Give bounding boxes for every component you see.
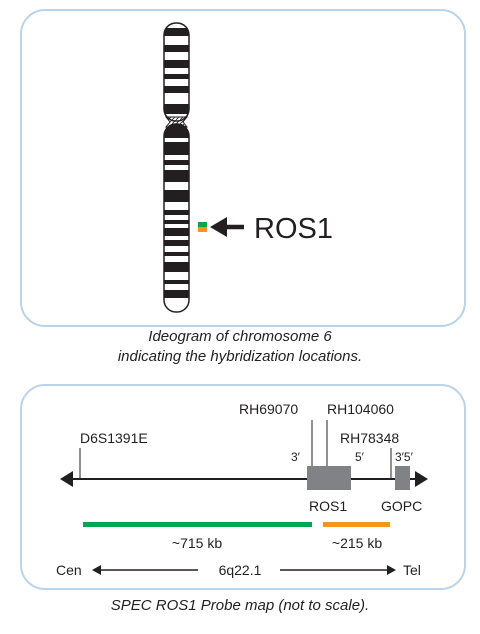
p-arm-band xyxy=(164,86,189,93)
marker-label-rh104060: RH104060 xyxy=(327,401,394,417)
ros1-end-3prime: 3′ xyxy=(291,450,301,464)
q-arm-band xyxy=(164,210,189,215)
q-arm-band xyxy=(164,190,189,202)
q-arm-band xyxy=(164,220,189,224)
map-left-arrowhead-icon xyxy=(60,471,73,487)
ideogram-caption-line2: indicating the hybridization locations. xyxy=(117,348,363,365)
axis-left-arrowhead-icon xyxy=(92,565,101,575)
gopc-gene-label: GOPC xyxy=(381,498,422,514)
axis-band-label: 6q22.1 xyxy=(219,562,262,578)
p-arm-band xyxy=(164,74,189,79)
ros1-end-5prime: 5′ xyxy=(355,450,365,464)
axis-cen-label: Cen xyxy=(56,562,82,578)
ideogram-caption-line1: Ideogram of chromosome 6 xyxy=(148,328,332,345)
green-probe-size-label: ~715 kb xyxy=(172,535,222,551)
ros1-pointer-arrow-icon xyxy=(210,217,244,237)
marker-label-rh78348: RH78348 xyxy=(340,430,399,446)
q-arm-band xyxy=(164,240,189,246)
orange-probe-size-label: ~215 kb xyxy=(332,535,382,551)
q-arm-band xyxy=(164,124,189,138)
ros1-pointer-label: ROS1 xyxy=(254,213,333,245)
probe-map-panel: D6S1391E RH69070 RH104060 RH78348 3′ 5′ … xyxy=(20,384,466,590)
probe-map-caption: SPEC ROS1 Probe map (not to scale). xyxy=(110,597,370,614)
q-arm-band xyxy=(164,262,189,272)
q-arm-band xyxy=(164,160,189,165)
ideogram-panel: ROS1 xyxy=(20,9,466,327)
green-signal-dot xyxy=(198,222,207,227)
ros1-gene-box xyxy=(307,466,351,490)
q-arm-band xyxy=(164,290,189,298)
q-arm-band xyxy=(164,142,189,155)
ideogram-panel-border xyxy=(20,9,466,327)
ros1-gene-label: ROS1 xyxy=(309,498,347,514)
chromosome-q-arm xyxy=(163,123,190,313)
q-arm-band xyxy=(164,280,189,284)
p-arm-band xyxy=(164,45,189,52)
chromosome-p-arm xyxy=(163,22,190,122)
q-arm-band xyxy=(164,252,189,256)
probe-map-panel-border xyxy=(20,384,466,590)
orange-probe-bar xyxy=(323,522,390,527)
map-right-arrowhead-icon xyxy=(415,471,428,487)
p-arm-band xyxy=(164,60,189,68)
q-arm-band xyxy=(164,228,189,236)
axis-tel-label: Tel xyxy=(403,562,421,578)
q-arm-band xyxy=(164,170,189,182)
orange-signal-dot xyxy=(198,227,207,232)
marker-label-d6s1391e: D6S1391E xyxy=(80,430,148,446)
hybridization-signal xyxy=(198,222,207,232)
gopc-gene-box xyxy=(395,466,410,490)
p-arm-band xyxy=(164,104,189,114)
green-probe-bar xyxy=(83,522,312,527)
gopc-ends-label: 3′5′ xyxy=(395,450,414,464)
marker-label-rh69070: RH69070 xyxy=(239,401,298,417)
axis-right-arrowhead-icon xyxy=(387,565,396,575)
p-arm-band xyxy=(164,28,189,36)
